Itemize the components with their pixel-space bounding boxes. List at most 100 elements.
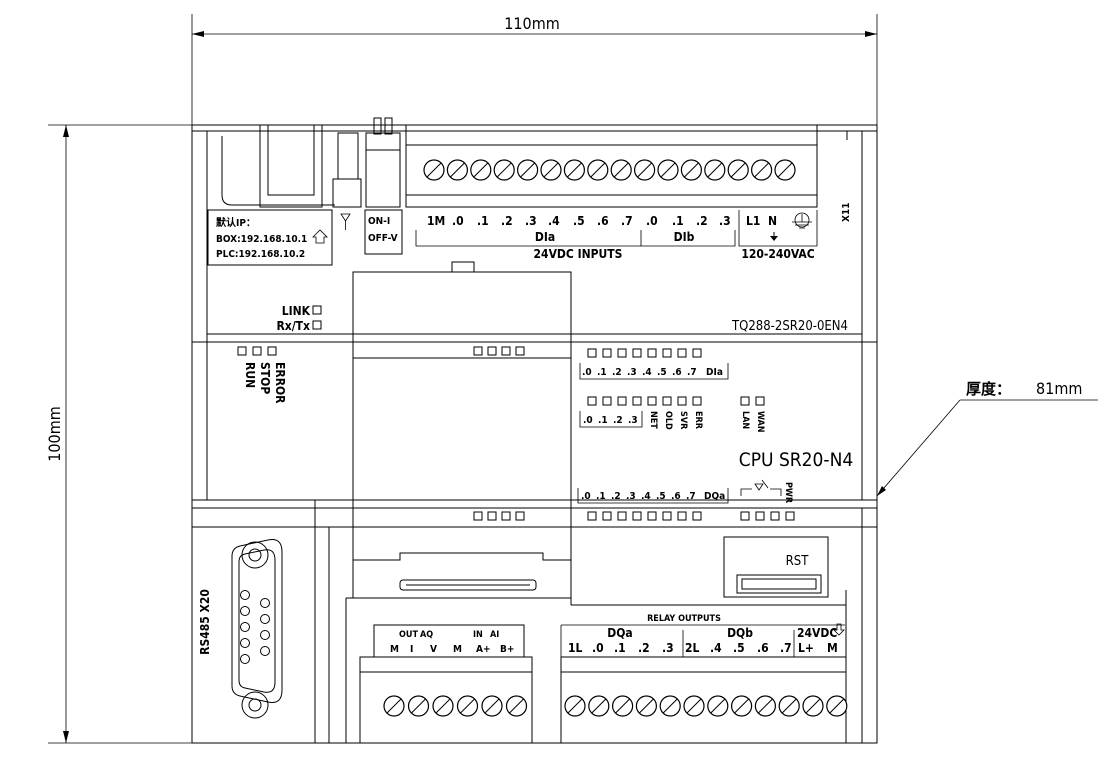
dia-led-label-4: .4	[642, 367, 652, 378]
thickness-callout: 厚度： 81mm	[876, 379, 1098, 497]
input-caption: 24VDC INPUTS	[534, 247, 623, 261]
input-label-3: .3	[525, 214, 537, 228]
analog-terminal-screw-slot	[386, 698, 402, 714]
relay-terminal-screw-slot	[758, 698, 773, 714]
box-ip: BOX:192.168.10.1	[216, 234, 307, 245]
thickness-label: 厚度：	[966, 380, 1011, 398]
relay-label-1: .1	[614, 641, 626, 655]
home-arrow-icon	[312, 229, 328, 244]
dib-status-net: NET	[648, 411, 658, 429]
input-terminal-screw-slot	[754, 162, 769, 178]
dqa-led-label-5: .5	[656, 491, 666, 502]
antenna-symbol	[340, 213, 351, 230]
run-stop-error-leds: RUN STOP ERROR	[237, 346, 287, 404]
input-label-0: .0	[452, 214, 464, 228]
run-label: RUN	[243, 362, 257, 388]
dqa-led	[662, 511, 672, 521]
pwr-led	[770, 511, 780, 521]
ethernet-port	[259, 124, 323, 208]
dqa-led	[632, 511, 642, 521]
center-leds-bottom	[473, 511, 525, 521]
pwr-label: PWR	[783, 482, 793, 504]
dia-led	[602, 348, 612, 358]
dib-led	[602, 396, 612, 406]
analog-aq: AQ	[420, 630, 433, 640]
db9-pin	[240, 622, 250, 632]
dqa-led	[587, 511, 597, 521]
run-led	[237, 346, 247, 356]
input-terminal-screw-slot	[730, 162, 746, 178]
dib-status-svr: SVR	[678, 411, 688, 430]
supply-arrow-icon	[833, 623, 845, 636]
dqa-led	[692, 511, 702, 521]
relay-label-6: .6	[757, 641, 769, 655]
relay-label-7: .7	[780, 641, 792, 655]
relay-terminal-screw-slot	[686, 698, 702, 714]
dia-led-label-3: .3	[627, 367, 637, 378]
input-label-6: .6	[597, 214, 609, 228]
input-label-b1: .1	[672, 214, 684, 228]
relay-group-dqa: DQa	[607, 626, 632, 640]
dib-led-label-2: .2	[613, 415, 623, 426]
dia-led-label-group: DIa	[706, 367, 723, 378]
analog-in: IN	[473, 630, 483, 640]
input-terminal-screw-slot	[777, 162, 793, 178]
pwr-led	[785, 511, 795, 521]
input-terminal-screw-slot	[637, 162, 652, 178]
analog-label-m1: M	[390, 644, 399, 655]
dqa-led-row: .0 .1 .2 .3 .4 .5 .6 .7 DQa PWR	[577, 479, 795, 521]
dqa-led	[602, 511, 612, 521]
relay-terminal-screw-slot	[615, 698, 630, 714]
input-label-b2: .2	[696, 214, 708, 228]
analog-out: OUT	[399, 630, 418, 640]
height-dimension: 100mm	[45, 124, 200, 744]
input-label-7: .7	[621, 214, 633, 228]
analog-label-v: V	[430, 644, 437, 655]
arrow-down-icon	[770, 232, 778, 241]
dqa-led	[647, 511, 657, 521]
dia-led	[647, 348, 657, 358]
dia-led	[662, 348, 672, 358]
switch-label-box: ON-I OFF-V	[364, 209, 403, 255]
cpu-name: CPU SR20-N4	[739, 449, 854, 471]
dib-led	[617, 396, 627, 406]
relay-terminal-screw-slot	[591, 698, 607, 714]
dia-led-label-2: .2	[612, 367, 622, 378]
relay-label-5: .5	[733, 641, 745, 655]
dia-led	[632, 348, 642, 358]
input-group-dib: DIb	[674, 230, 695, 244]
input-terminal-screw-slot	[660, 162, 676, 178]
dib-led	[647, 396, 657, 406]
rxtx-label: Rx/Tx	[276, 319, 310, 333]
analog-terminal-screw-slot	[484, 698, 500, 714]
power-caption: 120-240VAC	[741, 247, 814, 261]
input-terminal-screw-slot	[543, 162, 559, 178]
input-terminal-screw-slot	[496, 162, 512, 178]
relay-terminal-screw-slot	[781, 698, 797, 714]
relay-screws	[564, 695, 848, 717]
dip-switch	[332, 117, 401, 208]
relay-terminal-screw-slot	[662, 698, 678, 714]
input-terminal-screw-slot	[567, 162, 582, 178]
analog-terminal-block: OUT AQ IN AI M I V M A+ B+	[359, 624, 533, 744]
reset-area: RST	[723, 536, 829, 598]
input-label-4: .4	[548, 214, 560, 228]
switch-label-on: ON-I	[368, 216, 390, 227]
width-dimension: 110mm	[191, 14, 878, 128]
plc-ip: PLC:192.168.10.2	[216, 249, 305, 260]
relay-terminal-screw-slot	[639, 698, 654, 714]
thickness-value: 81mm	[1036, 379, 1082, 398]
dqa-led-label-4: .4	[641, 491, 651, 502]
dia-led-label-1: .1	[597, 367, 607, 378]
input-labels: 1M .0 .1 .2 .3 .4 .5 .6 .7 .0 .1 .2 .3 D…	[415, 214, 736, 261]
power-terminal-labels: L1 N 120-240VAC X11	[738, 203, 852, 261]
input-label-b3: .3	[719, 214, 731, 228]
db9-pin	[240, 654, 250, 664]
db9-pin	[260, 614, 270, 624]
relay-output-block: RELAY OUTPUTS DQa DQb 1L .0 .1 .2 .3 2L …	[560, 614, 847, 744]
lan-label: LAN	[740, 411, 750, 429]
db9-pin	[240, 590, 250, 600]
stop-led	[252, 346, 262, 356]
wireless-icon	[754, 479, 769, 491]
